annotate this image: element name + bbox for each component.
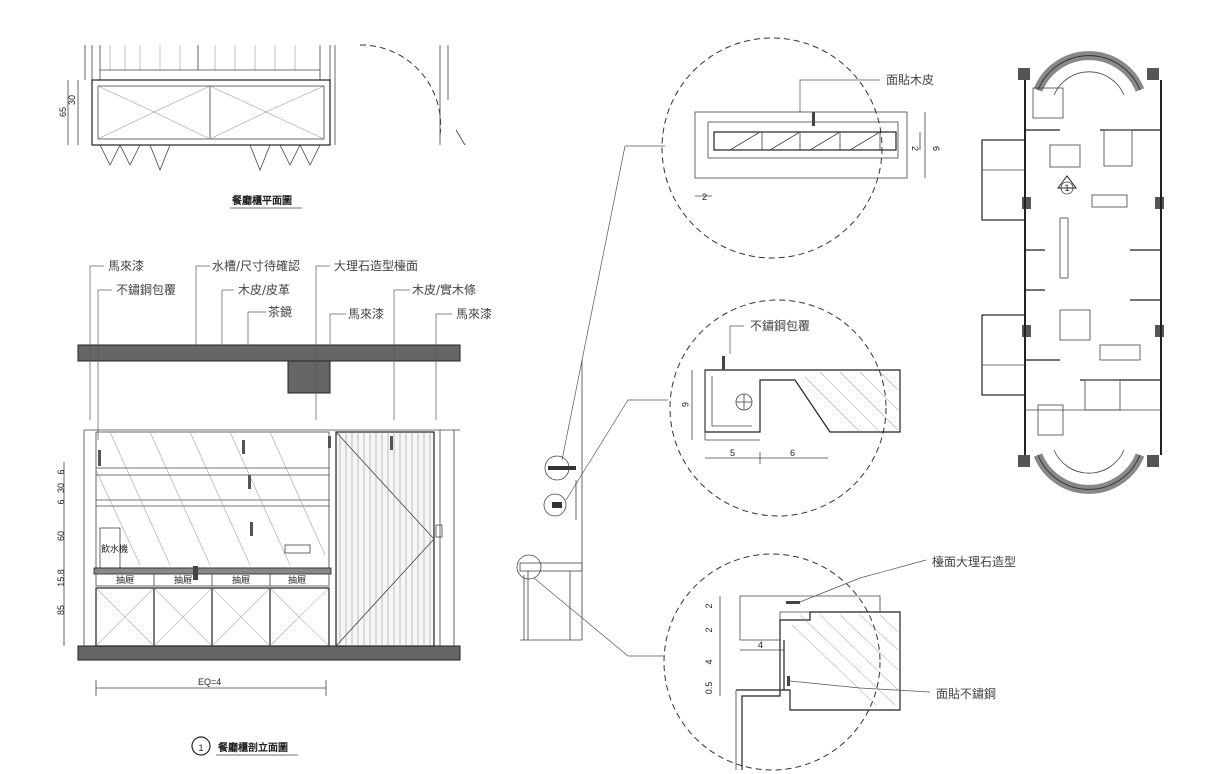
drawer-label-4: 抽屜	[288, 574, 306, 585]
detail-veneer: 面貼木皮 2 6 2	[661, 37, 941, 259]
water-dispenser-label: 飲水機	[101, 543, 128, 554]
detail2-dim-6b: 6	[790, 448, 795, 458]
callout-stainless-wrap: 不鏽鋼包覆	[116, 282, 176, 297]
detail2-dim-6a: 6	[680, 402, 690, 407]
keyplan-marker: 1	[1064, 183, 1069, 193]
cabinet-plan-view: 30 65 餐廳櫃平面圖	[58, 44, 466, 209]
elev-dim-85: 85	[56, 605, 66, 615]
elev-dim-6b: 6	[56, 499, 66, 504]
detail3-dim-2b: 2	[704, 627, 714, 632]
elev-dim-6a: 6	[56, 469, 66, 474]
plan-dim-65: 65	[58, 107, 68, 117]
drawer-label-2: 抽屜	[174, 574, 192, 585]
callout-face-veneer: 面貼木皮	[886, 72, 934, 87]
callout-malai-paint-2: 馬來漆	[348, 307, 384, 321]
elev-dim-30: 30	[56, 483, 66, 493]
callout-veneer-leather: 木皮/皮革	[238, 283, 290, 297]
detail-marble-counter: 檯面大理石造型 面貼不鏽鋼 2 2 4 0.5 4	[663, 553, 1016, 771]
elevation-title: 餐廳櫃剖立面圖	[217, 741, 288, 754]
detail2-dim-5: 5	[730, 448, 735, 458]
callout-counter-marble: 檯面大理石造型	[932, 555, 1016, 569]
drawer-label-3: 抽屜	[232, 574, 250, 585]
callout-stainless-detail: 不鏽鋼包覆	[750, 318, 810, 333]
callout-malai-paint-3: 馬來漆	[456, 307, 492, 321]
detail1-dim-6: 6	[931, 146, 941, 151]
plan-dim-30: 30	[67, 95, 77, 105]
elev-dim-15-8: 15.8	[56, 569, 66, 587]
callout-tea-mirror: 茶鏡	[268, 304, 292, 319]
detail1-dim-2b: 2	[702, 192, 707, 202]
plan-title: 餐廳櫃平面圖	[231, 194, 292, 207]
callout-sink: 水槽/尺寸待確認	[212, 258, 300, 273]
detail3-dim-0-5: 0.5	[704, 682, 714, 695]
key-floor-plan: 1	[981, 51, 1164, 494]
detail3-dim-4a: 4	[704, 659, 714, 664]
cabinet-elevation: 飲水機 抽屜 抽屜 抽屜 抽屜	[56, 258, 492, 756]
elevation-number: 1	[198, 743, 203, 753]
callout-face-stainless: 面貼不鏽鋼	[936, 686, 996, 701]
detail1-dim-2: 2	[910, 146, 920, 151]
elev-bottom-dim: EQ=4	[198, 677, 221, 687]
detail-stainless: 不鏽鋼包覆 6 5 6	[669, 299, 901, 517]
detail3-dim-4b: 4	[758, 640, 763, 650]
callout-malai-paint-1: 馬來漆	[108, 259, 144, 273]
elev-dim-60: 60	[56, 531, 66, 541]
detail3-dim-2a: 2	[704, 603, 714, 608]
callout-veneer-slats: 木皮/實木條	[412, 282, 476, 297]
callout-marble-counter: 大理石造型檯面	[334, 259, 418, 273]
drawer-label-1: 抽屜	[116, 574, 134, 585]
section-profile	[516, 145, 668, 657]
